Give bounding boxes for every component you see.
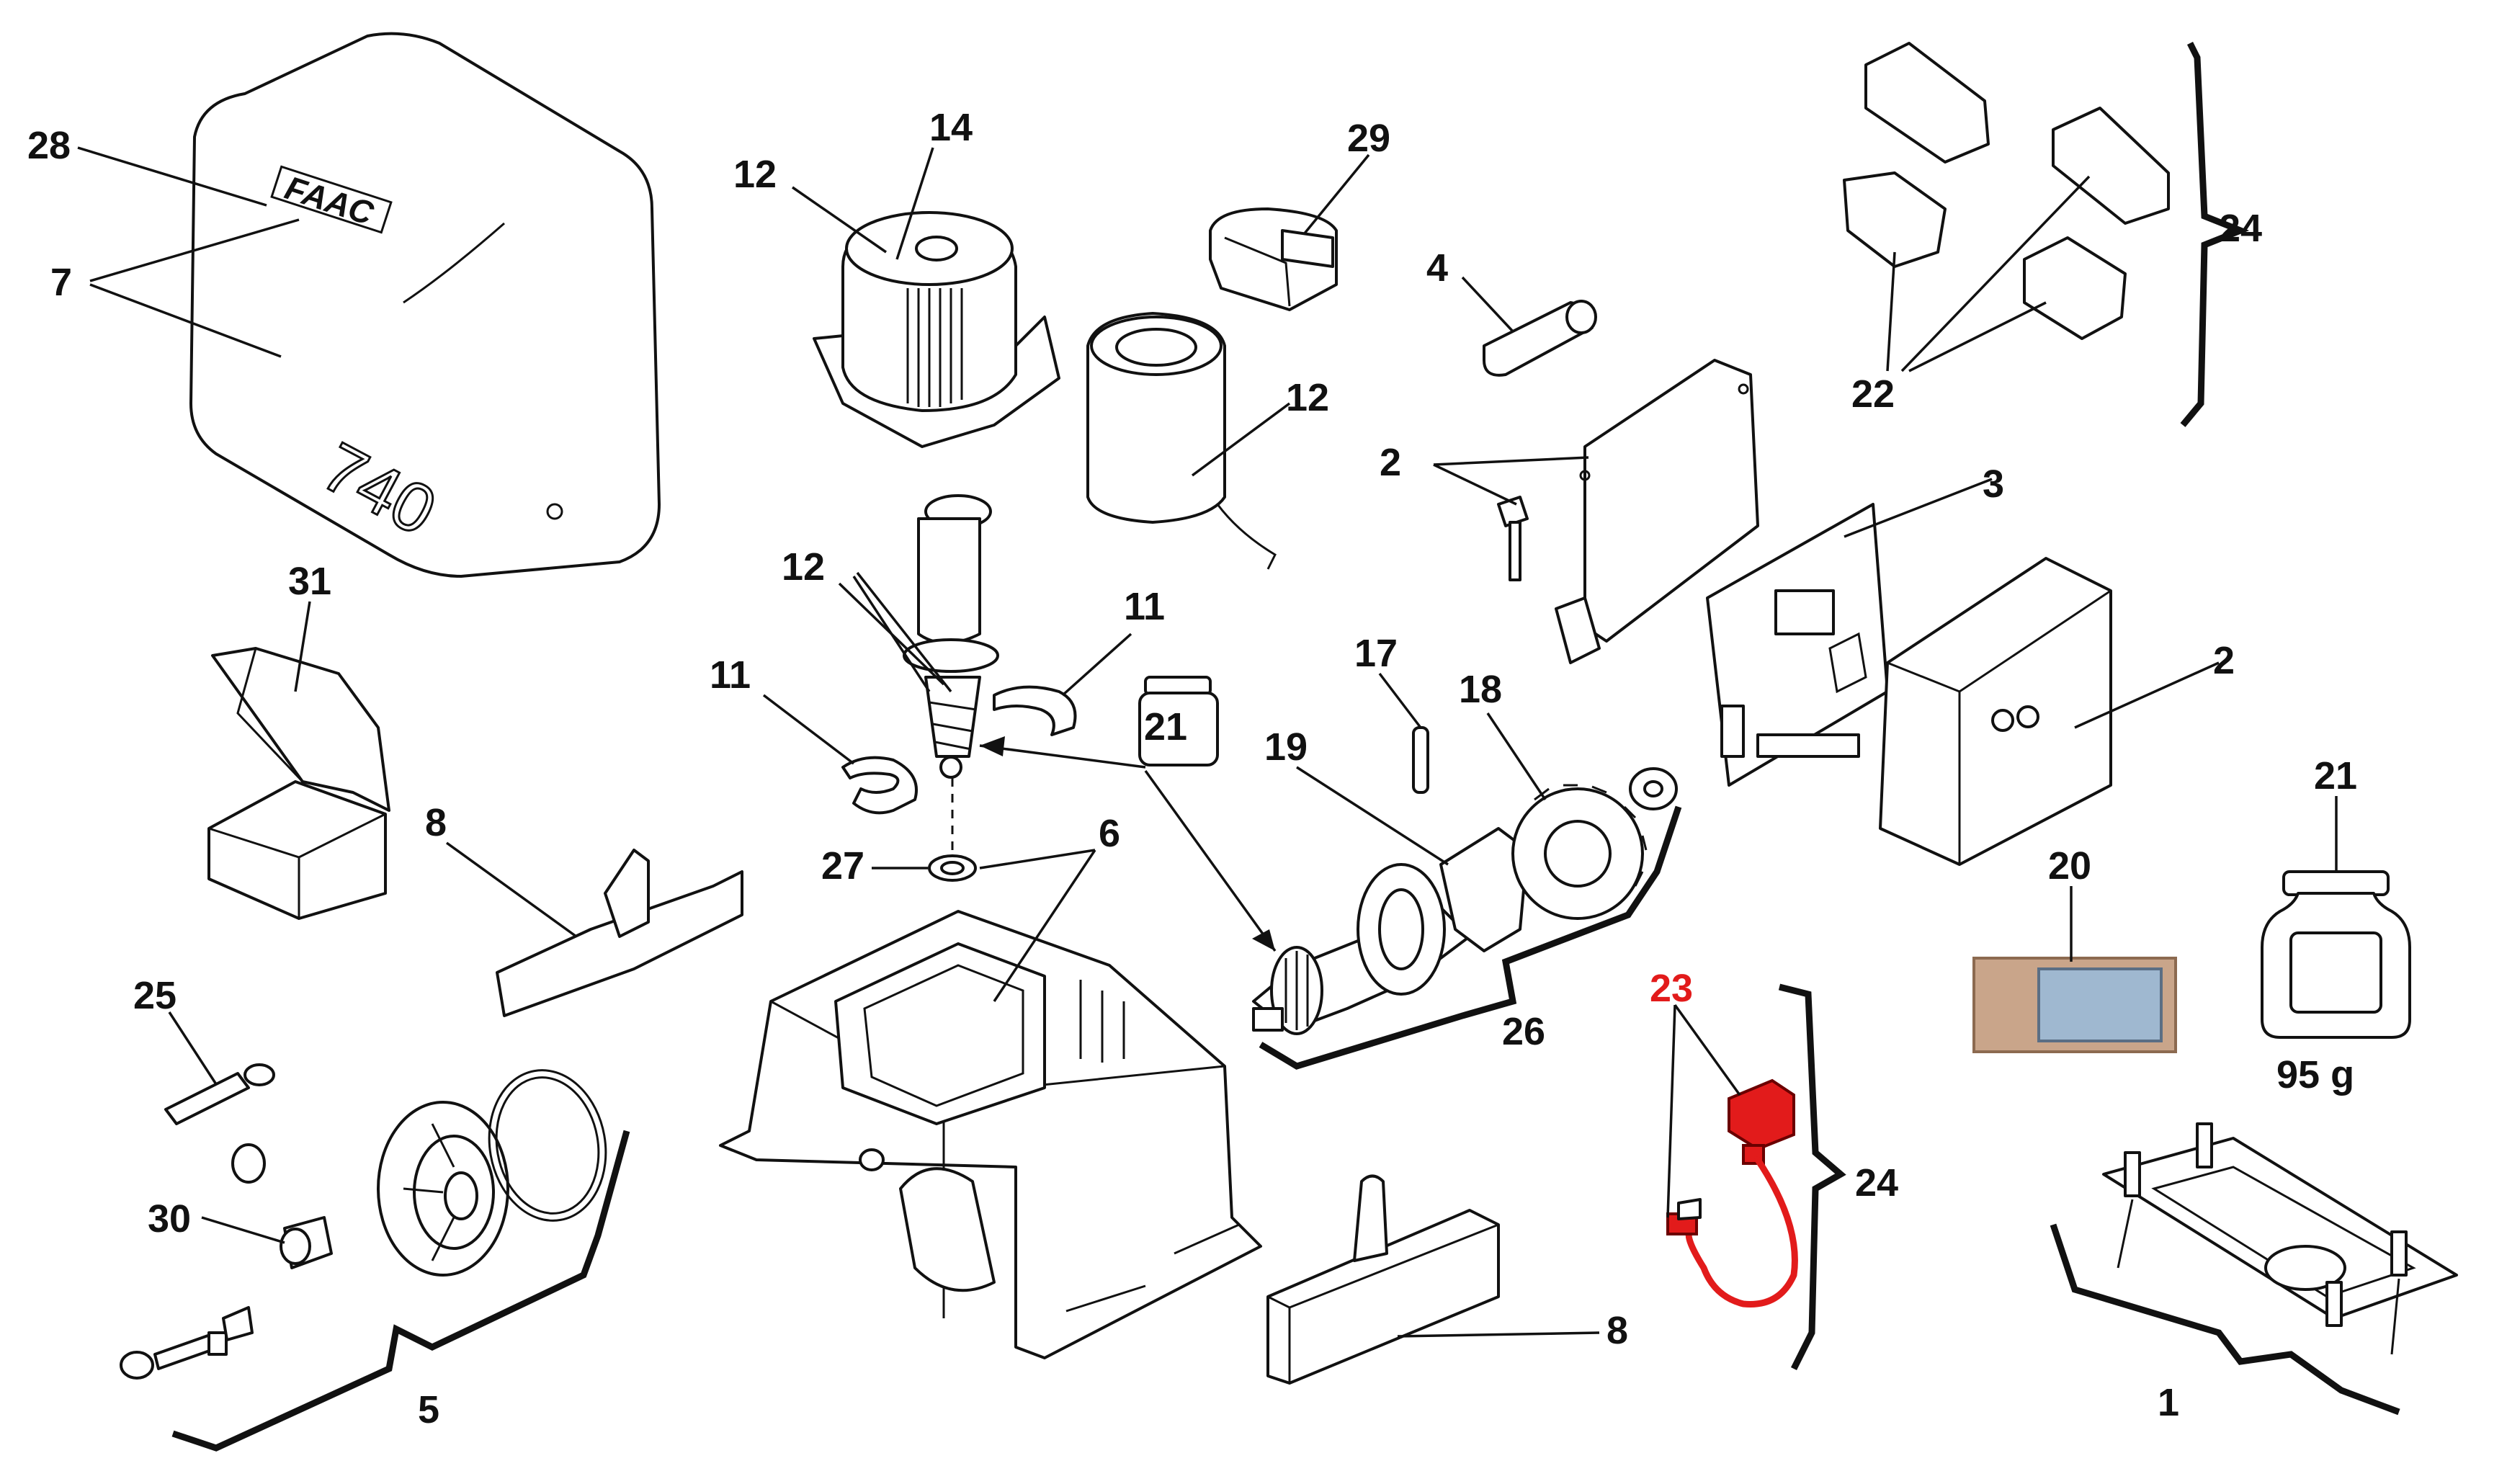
control-box-cover (1555, 359, 1759, 664)
callout-26: 26 (1502, 1010, 1545, 1053)
lock-parts (231, 1143, 333, 1269)
callout-21-small: 21 (1144, 705, 1187, 748)
callout-11: 11 (1124, 585, 1165, 628)
callout-27: 27 (821, 844, 864, 888)
circlip-lower (841, 756, 918, 815)
grease-weight-label: 95 g (2276, 1053, 2354, 1096)
screw (1497, 496, 1529, 581)
callout-labels: 28 7 12 14 29 12 12 4 2 3 2 22 24 31 11 … (27, 106, 2357, 1431)
callout-12-stator: 12 (1286, 376, 1329, 419)
callout-14: 14 (929, 106, 973, 149)
callout-19: 19 (1264, 725, 1308, 769)
cover-bracket-upper (496, 849, 743, 1017)
callout-23: 23 (1650, 967, 1693, 1010)
motor-flange (813, 211, 1060, 448)
release-handwheel (377, 1069, 607, 1277)
release-key (164, 1063, 275, 1125)
gearbox-base (719, 910, 1262, 1359)
limit-switch-wiring (1666, 1078, 1798, 1308)
receiver-module (1209, 207, 1338, 311)
transformer-box (1879, 557, 2112, 866)
grease-jar-small (1138, 676, 1219, 766)
callout-8-lower: 8 (1606, 1309, 1628, 1352)
callout-29: 29 (1347, 117, 1390, 160)
limit-switch-magnets (1843, 42, 2170, 340)
callout-18: 18 (1459, 668, 1502, 711)
callout-21: 21 (2314, 754, 2357, 797)
drive-shaft-assembly (1252, 767, 1678, 1035)
callout-24-wiring: 24 (1855, 1161, 1898, 1204)
callout-3: 3 (1983, 462, 2004, 506)
callout-2-box: 2 (2213, 639, 2235, 682)
callout-11-lower: 11 (710, 653, 751, 697)
callout-24: 24 (2219, 207, 2262, 250)
foundation-plate (2102, 1122, 2458, 1355)
callout-20: 20 (2048, 844, 2091, 888)
callout-25: 25 (133, 974, 176, 1017)
cover-housing: FAAC 740 (189, 32, 661, 578)
packaging-box (207, 647, 390, 920)
callout-1: 1 (2158, 1381, 2179, 1424)
callout-17: 17 (1354, 632, 1398, 675)
grease-patch (1972, 957, 2177, 1053)
callout-28: 28 (27, 124, 71, 167)
callout-4: 4 (1426, 246, 1448, 290)
bolt-set (120, 1306, 254, 1380)
cover-bracket-lower (1266, 1174, 1500, 1385)
control-board (1706, 503, 1889, 787)
circlip-upper (993, 685, 1077, 736)
callout-8: 8 (425, 801, 447, 844)
callout-22: 22 (1851, 372, 1895, 416)
callout-12-rotor: 12 (782, 545, 825, 589)
grease-arrows (979, 736, 1277, 952)
callout-7: 7 (50, 261, 72, 304)
callout-31: 31 (288, 560, 331, 603)
callout-5: 5 (418, 1388, 439, 1431)
motor-rotor (903, 494, 999, 779)
callout-12: 12 (733, 153, 777, 196)
motor-stator (1086, 312, 1277, 570)
callout-30: 30 (148, 1197, 191, 1241)
capacitor (1483, 300, 1597, 377)
callout-6: 6 (1099, 812, 1120, 855)
washer (928, 854, 977, 882)
pin (1412, 726, 1429, 794)
grease-jar (2261, 870, 2411, 1039)
callout-2: 2 (1380, 441, 1401, 484)
